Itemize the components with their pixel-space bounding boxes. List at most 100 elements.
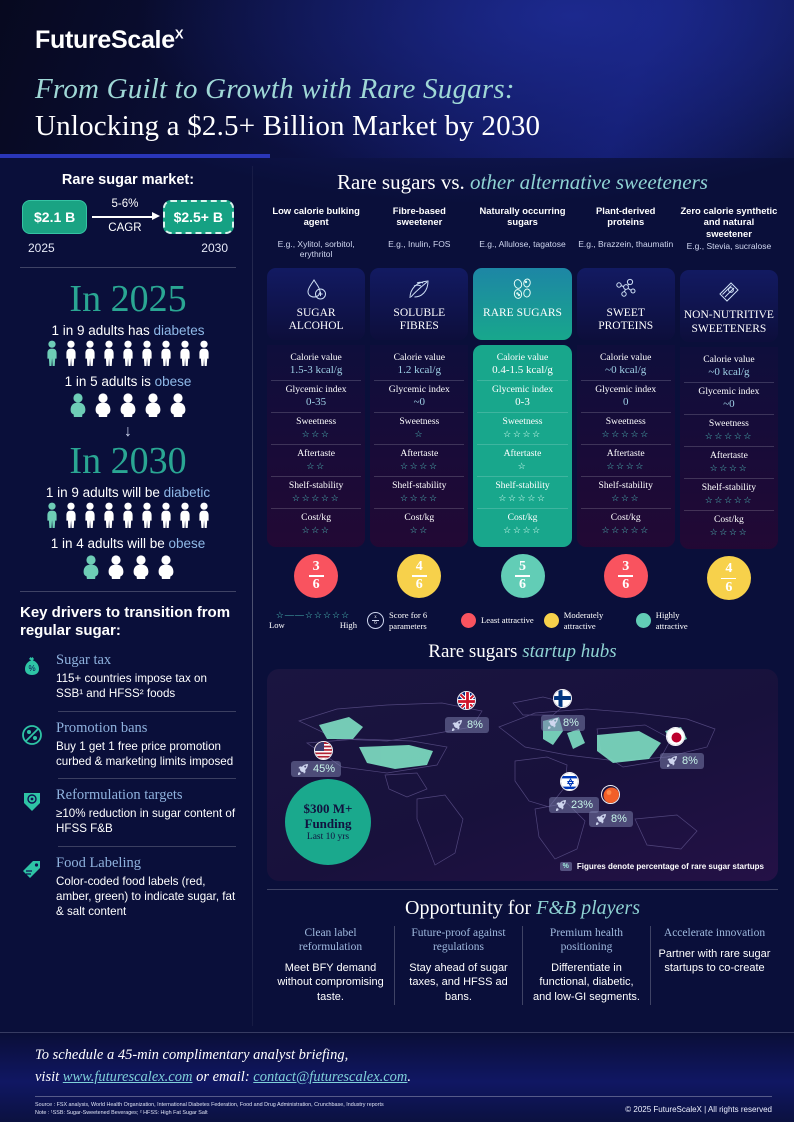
person-icon bbox=[83, 555, 98, 579]
metric-label: Glycemic index bbox=[595, 384, 657, 395]
metric-stars: ☆☆☆☆ bbox=[709, 463, 749, 474]
legend-least-label: Least attractive bbox=[481, 615, 534, 626]
map-note-text: Figures denote percentage of rare sugar … bbox=[576, 861, 764, 871]
map-section-title: Rare sugars startup hubs bbox=[267, 641, 778, 663]
rocket-icon bbox=[666, 755, 677, 767]
person-icon bbox=[108, 555, 123, 579]
person-icon bbox=[95, 393, 111, 418]
metric-stars: ☆ bbox=[517, 461, 528, 471]
rocket-icon bbox=[595, 813, 606, 825]
opportunity-item-0[interactable]: Clean label reformulation Meet BFY deman… bbox=[267, 925, 395, 1005]
map-flag-1[interactable] bbox=[457, 690, 476, 710]
person-icon bbox=[199, 502, 209, 528]
metric-label: Sweetness bbox=[605, 416, 646, 427]
score-numerator: x bbox=[374, 615, 377, 621]
column-divider bbox=[252, 166, 253, 1026]
uk-flag-icon bbox=[457, 690, 476, 710]
map-flag-5[interactable] bbox=[601, 784, 620, 804]
driver-item-3[interactable]: Food Labeling Color-coded food labels (r… bbox=[18, 854, 238, 920]
sweetener-column-0[interactable]: Low calorie bulking agent E.g., Xylitol,… bbox=[267, 205, 366, 600]
person-icon bbox=[123, 340, 133, 367]
sugar-drop-icon bbox=[307, 279, 327, 300]
sweetener-column-1[interactable]: Fibre-based sweetener E.g., Inulin, FOS … bbox=[370, 205, 469, 600]
legend-high-label: High bbox=[339, 619, 357, 630]
score-value: 4 bbox=[725, 561, 733, 577]
page-header: FutureScaleX From Guilt to Growth with R… bbox=[0, 0, 794, 158]
divider bbox=[20, 267, 236, 269]
opportunity-item-1[interactable]: Future-proof against regulations Stay ah… bbox=[395, 925, 523, 1005]
score-total: 6 bbox=[622, 577, 630, 593]
metric-label: Calorie value bbox=[393, 352, 446, 363]
column-name: SWEET PROTEINS bbox=[598, 307, 654, 333]
person-icon bbox=[66, 502, 76, 528]
map-flag-2[interactable] bbox=[553, 688, 572, 708]
highly-attractive-dot-icon bbox=[635, 613, 651, 629]
driver-item-1[interactable]: Promotion bans Buy 1 get 1 free price pr… bbox=[18, 720, 238, 770]
sweetener-column-4[interactable]: Zero calorie synthetic and natural sweet… bbox=[679, 205, 779, 601]
metric-cost: Cost/kg☆☆☆☆ bbox=[477, 509, 567, 540]
opportunity-item-title: Clean label reformulation bbox=[298, 926, 363, 953]
person-icon bbox=[161, 502, 171, 528]
metric-label: Sweetness bbox=[502, 416, 543, 427]
metric-sweetness: Sweetness☆ bbox=[374, 413, 465, 445]
stat-2030-diabetes: 1 in 9 adults will be diabetic bbox=[18, 485, 238, 500]
map-tag-5[interactable]: 8% bbox=[589, 810, 633, 830]
metric-stars: ☆☆☆☆☆ bbox=[704, 495, 754, 506]
score-fraction-icon: x 6 bbox=[367, 612, 384, 630]
driver-item-0[interactable]: % Sugar tax 115+ countries impose tax on… bbox=[18, 652, 238, 702]
column-name: SOLUBLE FIBRES bbox=[393, 307, 446, 333]
metric-stars: ☆☆☆☆☆ bbox=[291, 493, 341, 503]
startup-percentage-value: 8% bbox=[682, 754, 698, 767]
metric-stars: ☆☆ bbox=[409, 525, 429, 535]
molecule-icon bbox=[616, 278, 636, 297]
metric-value: ~0 kcal/g bbox=[605, 364, 647, 376]
metric-value: 1.5-3 kcal/g bbox=[289, 364, 343, 376]
leaf-icon bbox=[409, 280, 429, 299]
map-tag-3[interactable]: 23% bbox=[549, 796, 600, 816]
metric-stars: ☆☆☆ bbox=[301, 429, 331, 439]
map-tag-1[interactable]: 8% bbox=[445, 716, 489, 736]
column-name: SUGAR ALCOHOL bbox=[288, 307, 344, 333]
headline-primary: From Guilt to Growth with Rare Sugars: bbox=[35, 73, 515, 105]
metric-label: Aftertaste bbox=[400, 448, 439, 459]
map-flag-4[interactable] bbox=[666, 726, 685, 746]
opportunity-item-3[interactable]: Accelerate innovation Partner with rare … bbox=[651, 926, 778, 1005]
footer-divider bbox=[35, 1095, 772, 1097]
metric-stars: ☆☆☆☆☆ bbox=[498, 493, 547, 503]
metric-value: 0-3 bbox=[515, 396, 530, 408]
map-footnote: % Figures denote percentage of rare suga… bbox=[559, 861, 764, 871]
svg-text:%: % bbox=[28, 664, 35, 673]
opportunity-item-2[interactable]: Premium health positioning Differentiate… bbox=[523, 925, 651, 1005]
person-icon bbox=[104, 340, 114, 367]
map-flag-0[interactable] bbox=[314, 740, 333, 760]
sweetener-column-3[interactable]: Plant-derived proteins E.g., Brazzein, t… bbox=[576, 205, 675, 600]
metric-label: Sweetness bbox=[708, 418, 749, 430]
email-link[interactable]: contact@futurescalex.com bbox=[253, 1068, 408, 1085]
column-examples: E.g., Stevia, sucralose bbox=[686, 241, 772, 252]
legend-least: Least attractive bbox=[461, 613, 534, 629]
food-label-icon bbox=[23, 860, 40, 878]
metric-stars: ☆☆ bbox=[306, 461, 326, 471]
map-tag-2[interactable]: 8% bbox=[541, 714, 585, 734]
metric-label: Glycemic index bbox=[698, 386, 760, 398]
map-tag-0[interactable]: 45% bbox=[291, 760, 342, 780]
driver-title: Food Labeling bbox=[56, 854, 141, 871]
opportunity-item-description: Meet BFY demand without compromising tas… bbox=[277, 961, 384, 1004]
opportunity-title-emphasis: F&B players bbox=[536, 896, 640, 919]
left-sidebar: Rare sugar market: $2.1 B 5-6% CAGR $2.5… bbox=[0, 158, 252, 1032]
comparison-legend: ☆——☆☆☆☆☆ Low High x 6 Score for 6 parame… bbox=[269, 610, 776, 630]
map-tag-4[interactable]: 8% bbox=[660, 752, 704, 772]
score-denominator: 6 bbox=[374, 621, 377, 627]
metric-aftertaste: Aftertaste☆ bbox=[477, 445, 568, 477]
startup-percentage-value: 8% bbox=[611, 812, 627, 825]
metric-stars: ☆☆☆☆ bbox=[399, 493, 439, 503]
driver-item-2[interactable]: Reformulation targets ≥10% reduction in … bbox=[18, 787, 238, 837]
sweetener-column-2[interactable]: Naturally occurring sugars E.g., Allulos… bbox=[473, 205, 572, 600]
map-flag-3[interactable] bbox=[560, 771, 579, 791]
year-end: 2030 bbox=[201, 241, 228, 256]
metric-label: Cost/kg bbox=[507, 512, 538, 523]
metric-label: Cost/kg bbox=[610, 512, 641, 523]
website-link[interactable]: www.futurescalex.com bbox=[62, 1068, 193, 1085]
column-examples: E.g., Xylitol, sorbitol, erythritol bbox=[277, 239, 355, 260]
